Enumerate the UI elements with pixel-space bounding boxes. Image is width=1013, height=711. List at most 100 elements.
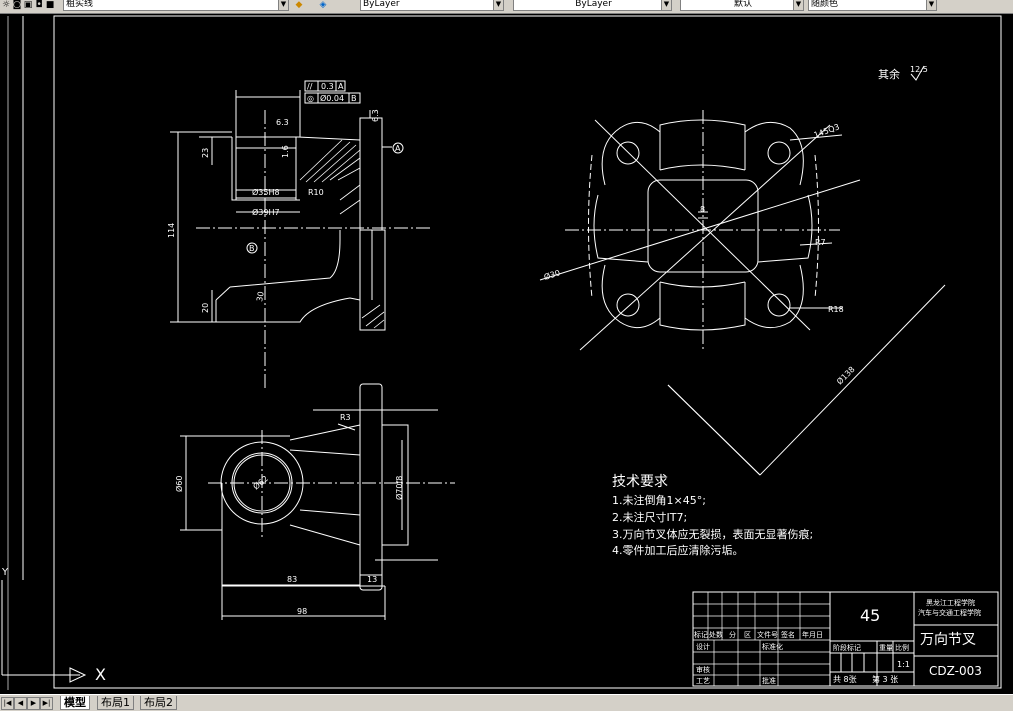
dim-30: 30 <box>255 291 266 303</box>
layer-icon[interactable]: ◙ <box>12 0 22 10</box>
tab-layout1[interactable]: 布局1 <box>97 696 134 710</box>
chevron-down-icon[interactable]: ▼ <box>793 0 803 10</box>
ratio-label: 比例 <box>895 643 909 652</box>
tech-item-2: 2.未注尺寸IT7; <box>612 510 687 524</box>
material: 45 <box>860 606 880 625</box>
prev-tab-button[interactable]: ◀ <box>14 697 27 710</box>
dim-13: 13 <box>367 575 377 584</box>
sheet-border <box>53 15 1002 689</box>
properties-toolbar: ☼ ◙ ▣ ◘ ■ 粗实线 ▼ ◆ ◈ ByLayer ▼ ByLayer ▼ … <box>0 0 1013 14</box>
dim-8: 8 <box>700 205 705 214</box>
dim-d60: Ø60 <box>174 476 184 492</box>
dim-r3: R3 <box>340 413 351 422</box>
dim-145: 145Q3 <box>813 122 841 140</box>
design-label: 设计 <box>696 642 710 651</box>
dim-1-6: 1.6 <box>281 145 290 158</box>
hdr-qu: 区 <box>744 631 751 639</box>
last-tab-button[interactable]: ▶| <box>40 697 53 710</box>
stage-label: 阶段标记 <box>833 643 861 652</box>
lineweight-dropdown[interactable]: 默认 ▼ <box>680 0 804 11</box>
plotstyle-dropdown-value: 随颜色 <box>811 0 839 9</box>
next-tab-button[interactable]: ▶ <box>27 697 40 710</box>
dim-d35: Ø35H8 <box>252 187 280 197</box>
dim-d30: Ø30 <box>543 267 562 282</box>
tol2-value: Ø0.04 <box>320 93 344 103</box>
layer-color-icon[interactable]: ▣ <box>23 0 33 10</box>
layer-lock-icon[interactable]: ◘ <box>35 0 43 10</box>
lineweight-dropdown-value: 默认 <box>733 0 752 9</box>
layer-previous-icon[interactable]: ◈ <box>319 0 327 10</box>
drawing-number: CDZ-003 <box>929 664 982 678</box>
side-view <box>539 110 946 476</box>
linetype-dropdown[interactable]: ByLayer ▼ <box>513 0 672 11</box>
dim-r10: R10 <box>308 188 324 197</box>
tab-layout2[interactable]: 布局2 <box>140 696 177 710</box>
dim-23: 23 <box>201 148 210 158</box>
layer-dropdown-value: 粗实线 <box>66 0 94 9</box>
tol1-value: 0.3 <box>321 82 334 91</box>
dim-r18: R18 <box>828 305 844 314</box>
hdr-sign: 签名 <box>781 630 795 639</box>
hdr-file: 文件号 <box>757 630 778 639</box>
linetype-dropdown-value: ByLayer <box>575 0 612 9</box>
datum-b-label: B <box>249 244 255 253</box>
tech-requirements: 技术要求 1.未注倒角1×45°; 2.未注尺寸IT7; 3.万向节叉体应无裂损… <box>612 474 813 557</box>
tolerance-frame <box>246 80 404 254</box>
process-label: 工艺 <box>696 677 710 685</box>
first-tab-button[interactable]: |◀ <box>1 697 14 710</box>
tol1-symbol: // <box>307 82 313 91</box>
tech-title: 技术要求 <box>612 474 668 490</box>
layout-tab-bar: |◀ ◀ ▶ ▶| 模型 布局1 布局2 <box>0 694 1013 711</box>
roughness-value: 12.5 <box>910 65 928 74</box>
dim-98: 98 <box>297 607 307 616</box>
drawing-sheet: X Y <box>1 15 1002 690</box>
chevron-down-icon[interactable]: ▼ <box>278 0 288 10</box>
plotstyle-dropdown[interactable]: 随颜色 ▼ <box>808 0 937 11</box>
datum-a-label: A <box>395 144 401 153</box>
color-dropdown[interactable]: ByLayer ▼ <box>360 0 504 11</box>
tech-item-3: 3.万向节叉体应无裂损，表面无显著伤痕; <box>612 527 813 541</box>
layer-dropdown[interactable]: 粗实线 ▼ <box>63 0 289 11</box>
model-space-canvas[interactable]: X Y <box>0 14 1013 694</box>
tech-item-1: 1.未注倒角1×45°; <box>612 493 706 507</box>
tol1-ref: A <box>338 82 344 91</box>
dim-r7: R7 <box>815 238 826 247</box>
top-view <box>180 383 455 620</box>
title-block <box>692 591 999 687</box>
make-current-icon[interactable]: ◆ <box>295 0 303 10</box>
hdr-fen: 分 <box>729 630 736 639</box>
dim-6-3b: 6.3 <box>371 109 380 122</box>
school-name-2: 汽车与交通工程学院 <box>918 608 981 617</box>
tol2-ref: B <box>351 94 357 103</box>
hdr-date: 年月日 <box>802 630 823 639</box>
roughness-note: 其余 <box>878 67 900 81</box>
scale: 1:1 <box>897 660 910 669</box>
dim-83: 83 <box>287 575 297 584</box>
chevron-down-icon[interactable]: ▼ <box>661 0 671 10</box>
layer-square-icon[interactable]: ■ <box>45 0 55 10</box>
dim-d138: Ø138 <box>834 364 856 386</box>
approve-label: 批准 <box>762 676 776 685</box>
tech-item-4: 4.零件加工后应清除污垢。 <box>612 543 744 557</box>
dim-d62: Ø62 <box>251 473 270 491</box>
part-name: 万向节叉 <box>920 632 976 648</box>
title-block-text: 45 黑龙江工程学院 汽车与交通工程学院 万向节叉 CDZ-003 1:1 共 … <box>694 598 982 685</box>
layer-state-icon[interactable]: ☼ <box>1 0 11 10</box>
ucs-x-label: X <box>95 665 106 684</box>
dim-20: 20 <box>201 303 210 313</box>
sheet-number: 第 3 张 <box>872 674 898 684</box>
std-label: 标准化 <box>762 642 783 651</box>
roughness-symbol-icon <box>910 65 925 81</box>
chevron-down-icon[interactable]: ▼ <box>493 0 503 10</box>
sheets-total: 共 8张 <box>833 675 857 684</box>
ucs-icon <box>1 580 87 683</box>
dim-d39: Ø39H7 <box>252 207 280 217</box>
ucs-y-label: Y <box>1 567 9 578</box>
tab-model[interactable]: 模型 <box>60 696 90 710</box>
chevron-down-icon[interactable]: ▼ <box>926 0 936 10</box>
tol2-symbol: ◎ <box>307 94 314 103</box>
school-name-1: 黑龙江工程学院 <box>926 598 975 607</box>
dim-114: 114 <box>167 223 176 238</box>
hdr-mark: 标记 <box>694 630 708 639</box>
dim-d70: Ø70f8 <box>394 476 404 500</box>
